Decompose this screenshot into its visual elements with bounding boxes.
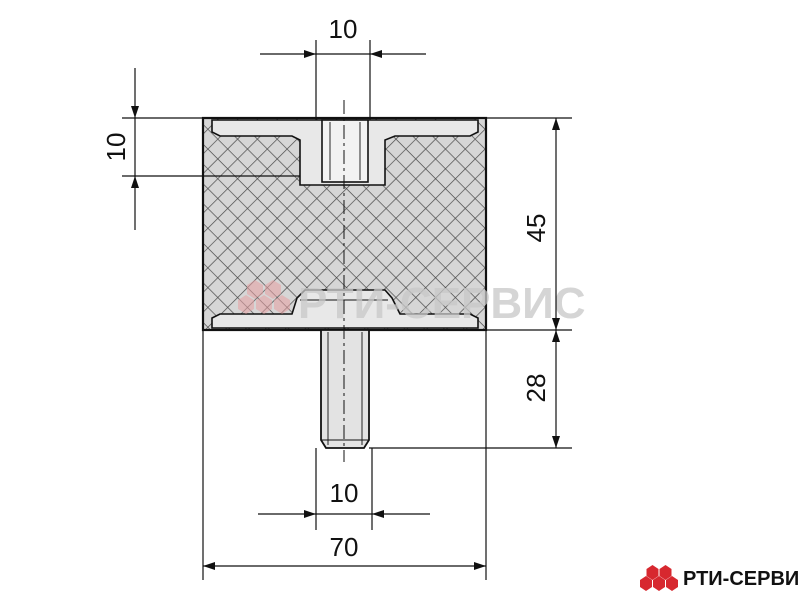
bottom-metal-plate <box>211 289 479 329</box>
dim-label-bolt-length: 28 <box>521 374 551 403</box>
hexagon-cluster-icon <box>640 565 678 591</box>
top-threaded-hole <box>321 119 369 183</box>
watermark: РТИ-СЕРВИС <box>238 279 586 328</box>
dim-label-body-diameter: 70 <box>330 532 359 562</box>
dimension-top-thread-diameter: 10 <box>260 14 426 120</box>
dimension-body-diameter: 70 <box>202 330 487 580</box>
brand-logo-text: РТИ-СЕРВИС <box>683 568 800 590</box>
watermark-text: РТИ-СЕРВИС <box>298 279 586 328</box>
dimension-bolt-length: 28 <box>369 330 572 449</box>
brand-logo: РТИ-СЕРВИС <box>640 565 800 591</box>
watermark-logo-icon <box>238 280 290 314</box>
dim-label-body-height: 45 <box>521 214 551 243</box>
dimension-top-thread-depth: 10 <box>101 68 300 230</box>
dim-label-top-thread-diameter: 10 <box>329 14 358 44</box>
bottom-stud <box>320 329 370 449</box>
dim-label-bottom-thread-diameter: 10 <box>330 478 359 508</box>
dimension-body-height: 45 <box>486 117 572 331</box>
dim-label-top-thread-depth: 10 <box>101 133 131 162</box>
dimension-bottom-thread-diameter: 10 <box>258 448 430 530</box>
